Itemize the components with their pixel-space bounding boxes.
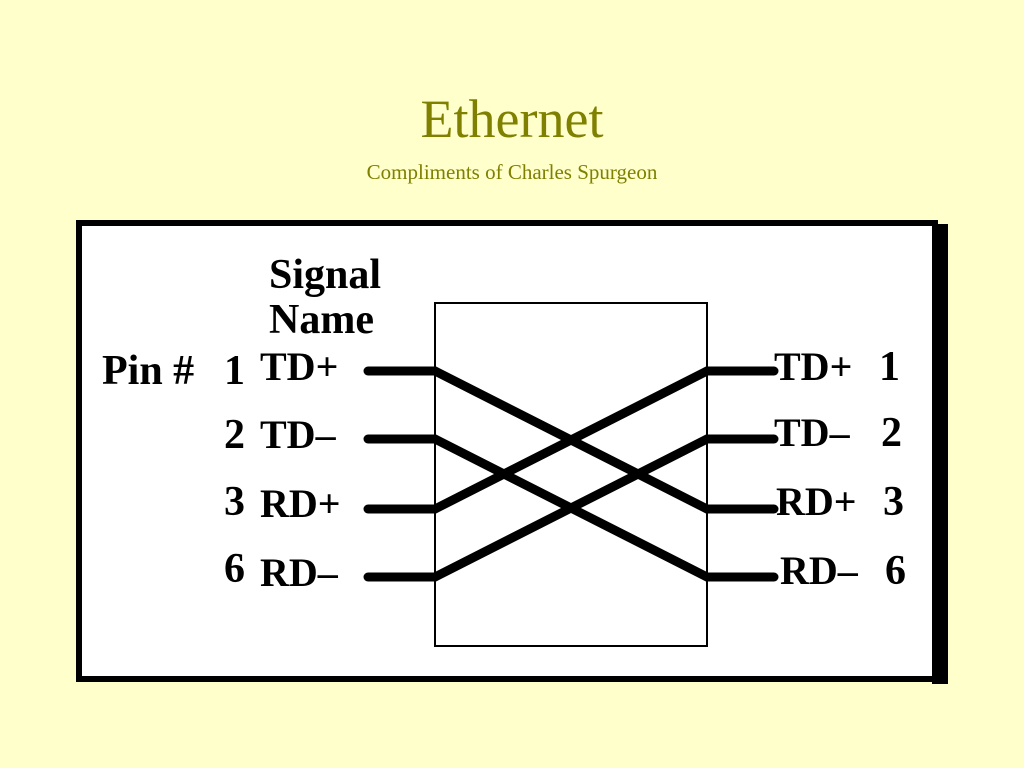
- left-signal-rd-minus: RD–: [260, 550, 339, 595]
- crossover-wire-3-to-1: [430, 366, 712, 514]
- wire-group: [363, 366, 779, 582]
- signal-header-line2: Name: [269, 297, 374, 343]
- pin-header: Pin #: [102, 348, 194, 394]
- left-signal-td-minus: TD–: [260, 412, 337, 457]
- diagram-canvas: Signal Name Pin # 1 2 3 6 TD+ TD– RD+ RD…: [76, 220, 948, 684]
- right-signal-rd-minus: RD–: [780, 548, 859, 593]
- left-pin-1: 1: [224, 348, 245, 394]
- left-pin-3: 3: [224, 479, 245, 525]
- right-signal-td-minus: TD–: [774, 410, 851, 455]
- left-pin-2: 2: [224, 412, 245, 458]
- right-pin-2: 2: [881, 410, 902, 456]
- signal-header-line1: Signal: [269, 252, 381, 298]
- right-signal-td-plus: TD+: [774, 344, 852, 389]
- crossover-box: [434, 302, 708, 647]
- left-pin-6: 6: [224, 546, 245, 592]
- crossover-cable-diagram: Signal Name Pin # 1 2 3 6 TD+ TD– RD+ RD…: [76, 220, 948, 684]
- left-signal-td-plus: TD+: [260, 344, 338, 389]
- right-pin-1: 1: [879, 344, 900, 390]
- slide-subtitle: Compliments of Charles Spurgeon: [366, 160, 658, 184]
- left-signal-rd-plus: RD+: [260, 481, 341, 526]
- right-pin-3: 3: [883, 479, 904, 525]
- right-pin-6: 6: [885, 548, 906, 594]
- right-signal-rd-plus: RD+: [776, 479, 857, 524]
- crossover-wire-6-to-2: [430, 434, 712, 582]
- slide-title: Ethernet: [420, 89, 604, 149]
- diagram-frame: [76, 220, 938, 682]
